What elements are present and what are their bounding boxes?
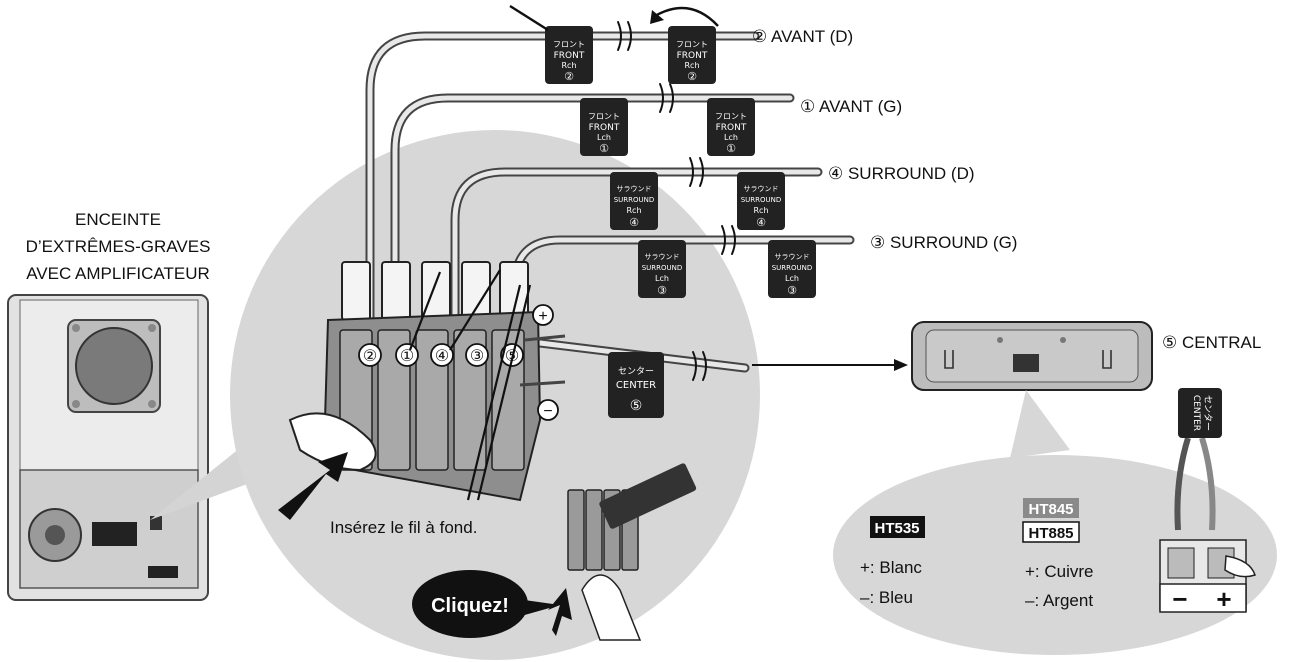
wire-tag-jp-text: センター: [1202, 395, 1213, 431]
tag-number: ①: [599, 142, 609, 155]
model-badge-ht535: [870, 516, 925, 538]
tag-en-text: FRONT: [589, 123, 620, 133]
tag-jp-text: フロント: [676, 40, 708, 49]
terminal-plus-symbol: +: [1216, 584, 1231, 614]
tag-surround-l-2: サラウンド SURROUND Lch ③: [768, 240, 816, 298]
label-center: ⑤ CENTRAL: [1162, 333, 1261, 352]
tag-ch-text: Lch: [724, 133, 738, 142]
tag-surround-r-2: サラウンド SURROUND Rch ④: [737, 172, 785, 230]
ht535-minus-color: –: Bleu: [860, 588, 913, 607]
tag-number: ③: [787, 284, 797, 297]
tag-number: ②: [687, 70, 697, 83]
tag-jp-text: センター: [618, 366, 654, 377]
ht535-plus-color: +: Blanc: [860, 558, 922, 577]
speaker-terminal-connector: ② ① ④ ③ ⑤ + −: [278, 261, 566, 520]
center-terminal-zoom: HT535 HT845 HT885 +: Blanc –: Bleu +: Cu…: [833, 388, 1277, 655]
push-arrow-icon: [278, 452, 348, 520]
tag-en-text: FRONT: [677, 51, 708, 61]
terminal-number-surround-r: ④: [435, 348, 449, 365]
tag-ch-text: Rch: [626, 206, 641, 215]
tag-ch-text: Rch: [561, 61, 576, 70]
tag-number: ①: [726, 142, 736, 155]
model-badge-ht885: [1022, 521, 1080, 543]
label-surround-right: ④ SURROUND (D): [828, 164, 975, 183]
arrow-to-center-icon: [894, 359, 908, 371]
ht845-plus-color: +: Cuivre: [1025, 562, 1094, 581]
tag-number: ⑤: [630, 398, 643, 414]
tag-number: ④: [756, 216, 766, 229]
label-front-left: ① AVANT (G): [800, 97, 902, 116]
tag-en-text: CENTER: [616, 380, 656, 391]
click-detail-illustration: Cliquez!: [412, 463, 697, 641]
label-surround-left: ③ SURROUND (G): [870, 233, 1017, 252]
speaker-labels: ② AVANT (D) ① AVANT (G) ④ SURROUND (D) ③…: [752, 27, 1261, 352]
tag-en-text: SURROUND: [642, 264, 683, 272]
click-callout-text: Cliquez!: [431, 595, 509, 617]
instruction-text: Insérez le fil à fond.: [330, 518, 477, 537]
tag-ch-text: Lch: [655, 274, 669, 283]
tag-ch-text: Rch: [684, 61, 699, 70]
tag-number: ②: [564, 70, 574, 83]
terminal-number-surround-l: ③: [470, 348, 484, 365]
subwoofer-unit: ENCEINTE D’EXTRÊMES-GRAVES AVEC AMPLIFIC…: [7, 210, 211, 601]
wire-tag-en-text: CENTER: [1191, 395, 1201, 431]
fold-tag-arrow-icon: [654, 6, 719, 27]
tag-front-r-1: フロント FRONT Rch ②: [545, 26, 593, 84]
tag-jp-text: フロント: [588, 112, 620, 121]
tag-ch-text: Rch: [753, 206, 768, 215]
terminal-number-front-r: ②: [363, 348, 377, 365]
subwoofer-title-line3: AVEC AMPLIFICATEUR: [26, 264, 210, 283]
model-badge-ht845: [1023, 498, 1079, 518]
tag-front-l-2: フロント FRONT Lch ①: [707, 98, 755, 156]
click-arrow-icon: [548, 588, 572, 636]
tag-jp-text: サラウンド: [645, 253, 680, 261]
tag-jp-text: サラウンド: [617, 185, 652, 193]
tag-number: ④: [629, 216, 639, 229]
tag-jp-text: サラウンド: [775, 253, 810, 261]
tag-en-text: SURROUND: [741, 196, 782, 204]
center-terminal: [1013, 354, 1039, 372]
polarity-minus-mark: −: [543, 403, 552, 420]
ht845-minus-color: –: Argent: [1025, 591, 1093, 610]
model-ht535-text: HT535: [874, 520, 919, 537]
tag-number: ③: [657, 284, 667, 297]
tag-front-l-1: フロント FRONT Lch ①: [580, 98, 628, 156]
center-speaker: [911, 321, 1153, 391]
tag-en-text: SURROUND: [614, 196, 655, 204]
label-front-right: ② AVANT (D): [752, 27, 853, 46]
click-callout-bubble: [412, 570, 528, 638]
model-ht845-text: HT845: [1028, 501, 1073, 518]
finger-icon: [1224, 555, 1256, 578]
tag-en-text: FRONT: [554, 51, 585, 61]
tag-ch-text: Lch: [785, 274, 799, 283]
terminal-number-front-l: ①: [400, 348, 414, 365]
woofer-driver-icon: [75, 327, 153, 405]
speaker-terminal-block: [92, 522, 137, 546]
tag-surround-r-1: サラウンド SURROUND Rch ④: [610, 172, 658, 230]
subwoofer-title-line2: D’EXTRÊMES-GRAVES: [26, 237, 211, 256]
tag-center: センター CENTER ⑤: [608, 352, 664, 418]
tag-front-r-2: フロント FRONT Rch ②: [668, 26, 716, 84]
tag-ch-text: Lch: [597, 133, 611, 142]
tag-jp-text: フロント: [553, 40, 585, 49]
terminal-minus-symbol: −: [1172, 584, 1187, 614]
polarity-plus-mark: +: [538, 308, 547, 325]
tag-surround-l-1: サラウンド SURROUND Lch ③: [638, 240, 686, 298]
tag-en-text: FRONT: [716, 123, 747, 133]
tag-en-text: SURROUND: [772, 264, 813, 272]
tag-jp-text: フロント: [715, 112, 747, 121]
center-wire-tag: [1178, 388, 1222, 438]
subwoofer-title-line1: ENCEINTE: [75, 210, 161, 229]
speaker-tags: フロント FRONT Rch ② フロント FRONT Rch ② フロント F…: [509, 4, 816, 418]
tag-jp-text: サラウンド: [744, 185, 779, 193]
model-ht885-text: HT885: [1028, 525, 1073, 542]
